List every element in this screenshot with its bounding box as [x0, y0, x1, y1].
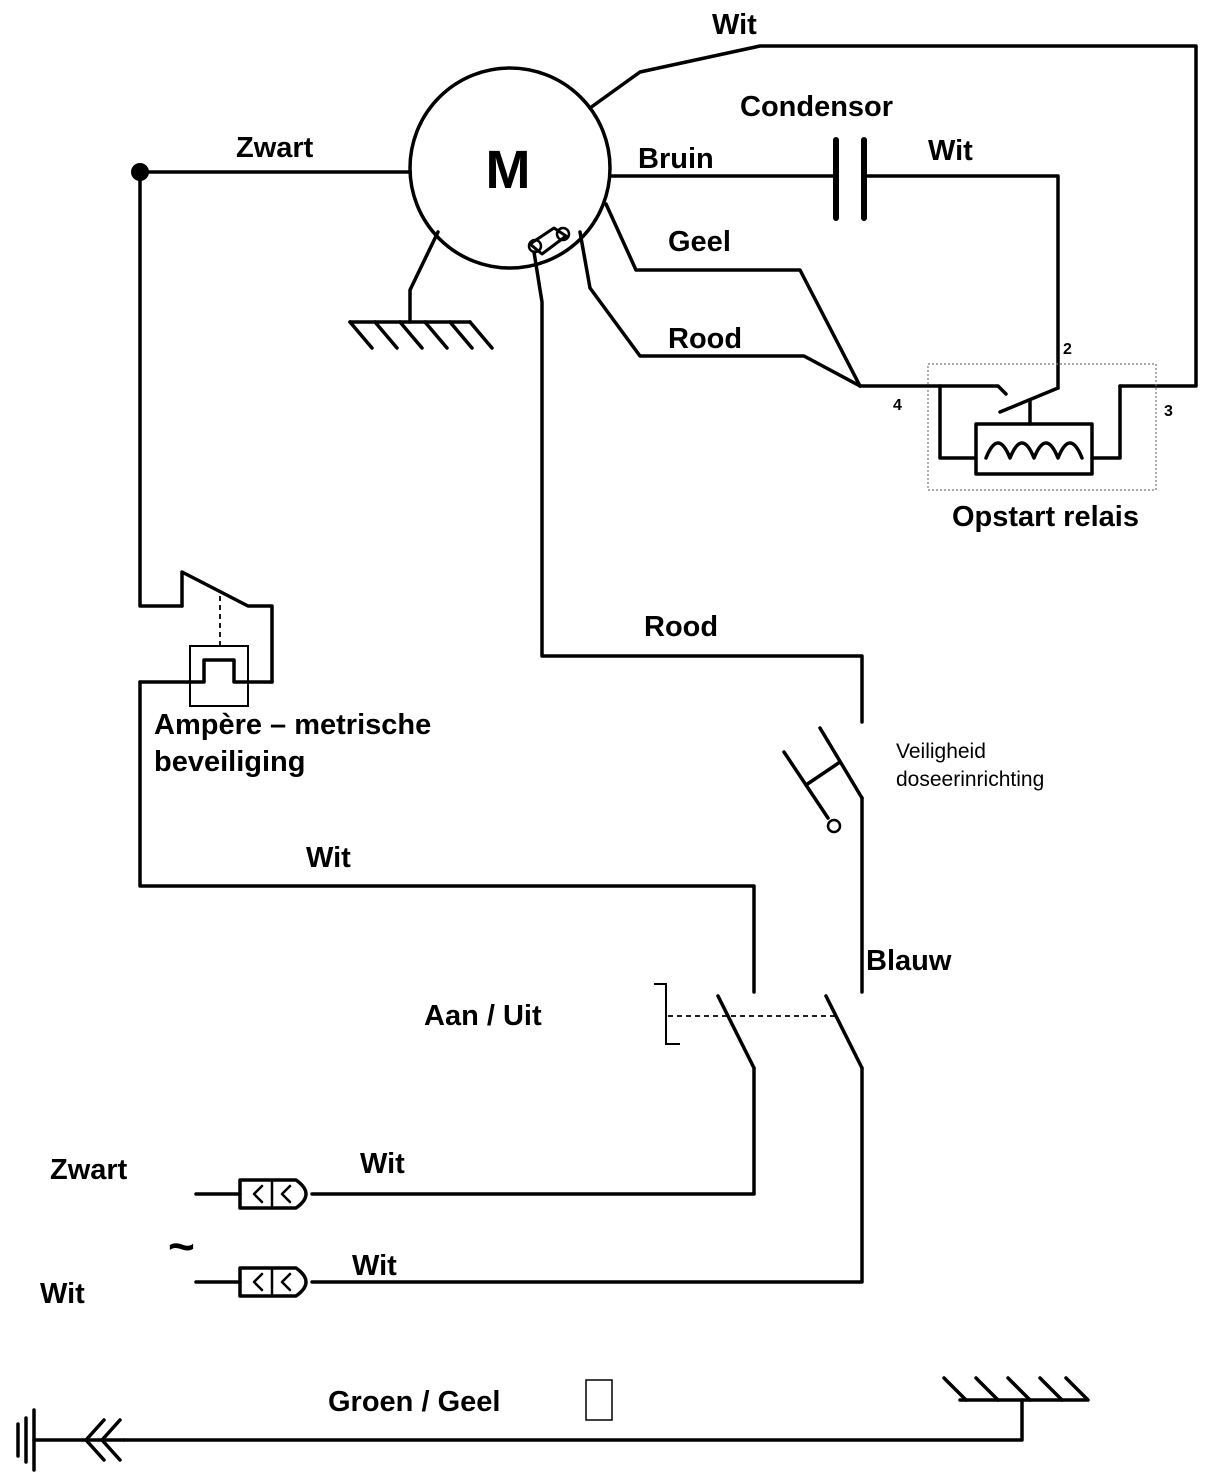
label-relay-pin-2: 2	[1063, 341, 1072, 358]
label-wit-plug2: Wit	[352, 1250, 397, 1282]
motor-circle	[408, 66, 612, 270]
label-rood-lower: Rood	[644, 611, 718, 643]
ampere-protection	[138, 570, 274, 707]
wit-condensor-wire	[862, 174, 1060, 390]
wit-middle-wire	[138, 680, 756, 994]
label-blauw: Blauw	[866, 945, 952, 977]
label-rood-upper: Rood	[668, 323, 742, 355]
zwart-left-wire	[138, 170, 184, 608]
wit-plug1-wire	[310, 1066, 756, 1196]
label-aan-uit: Aan / Uit	[424, 1000, 542, 1032]
groen-geel-wire	[122, 1398, 1024, 1442]
label-ampere-line2: beveiliging	[154, 746, 305, 778]
plug-connector-1	[194, 1178, 308, 1210]
label-relay-pin-3: 3	[1164, 403, 1173, 420]
label-zwart-top: Zwart	[236, 132, 314, 164]
earth-symbol	[16, 1408, 126, 1472]
motor-ground-symbol	[348, 320, 494, 350]
geel-wire	[604, 202, 862, 388]
on-off-switch	[654, 983, 864, 1070]
motor-ground-wire	[408, 230, 440, 324]
label-bruin: Bruin	[638, 143, 714, 175]
plug-connector-2	[194, 1266, 308, 1298]
safety-switch	[782, 726, 864, 834]
label-relay-pin-4: 4	[893, 397, 902, 414]
label-tilde: ~	[168, 1220, 195, 1272]
label-condensor: Condensor	[740, 91, 893, 123]
label-wit-plug1: Wit	[360, 1148, 405, 1180]
label-ampere-line1: Ampère – metrische	[154, 709, 431, 741]
rood-lower-wire	[532, 250, 864, 724]
label-wit-left: Wit	[40, 1278, 85, 1310]
relay-box	[927, 363, 1157, 491]
label-wit-condensor: Wit	[928, 135, 973, 167]
start-relay	[858, 384, 1122, 476]
rood-upper-wire	[578, 230, 862, 388]
condensor-symbol	[833, 137, 867, 221]
label-wit-top: Wit	[712, 9, 757, 41]
label-groen-geel: Groen / Geel	[328, 1386, 500, 1418]
label-wit-middle: Wit	[306, 842, 351, 874]
label-geel: Geel	[668, 226, 731, 258]
wit-plug2-wire	[310, 1066, 864, 1284]
earth-marker-box	[585, 1379, 613, 1421]
label-zwart-plug: Zwart	[50, 1154, 128, 1186]
wit-top-wire	[588, 44, 1198, 388]
earth-ground-symbol	[942, 1376, 1090, 1402]
label-opstart-relais: Opstart relais	[952, 501, 1139, 533]
label-veiligheid-line1: Veiligheid	[896, 740, 986, 763]
motor-thermal-protector	[527, 226, 571, 256]
label-veiligheid-line2: doseerinrichting	[896, 768, 1044, 791]
motor-symbol: M	[486, 140, 531, 200]
